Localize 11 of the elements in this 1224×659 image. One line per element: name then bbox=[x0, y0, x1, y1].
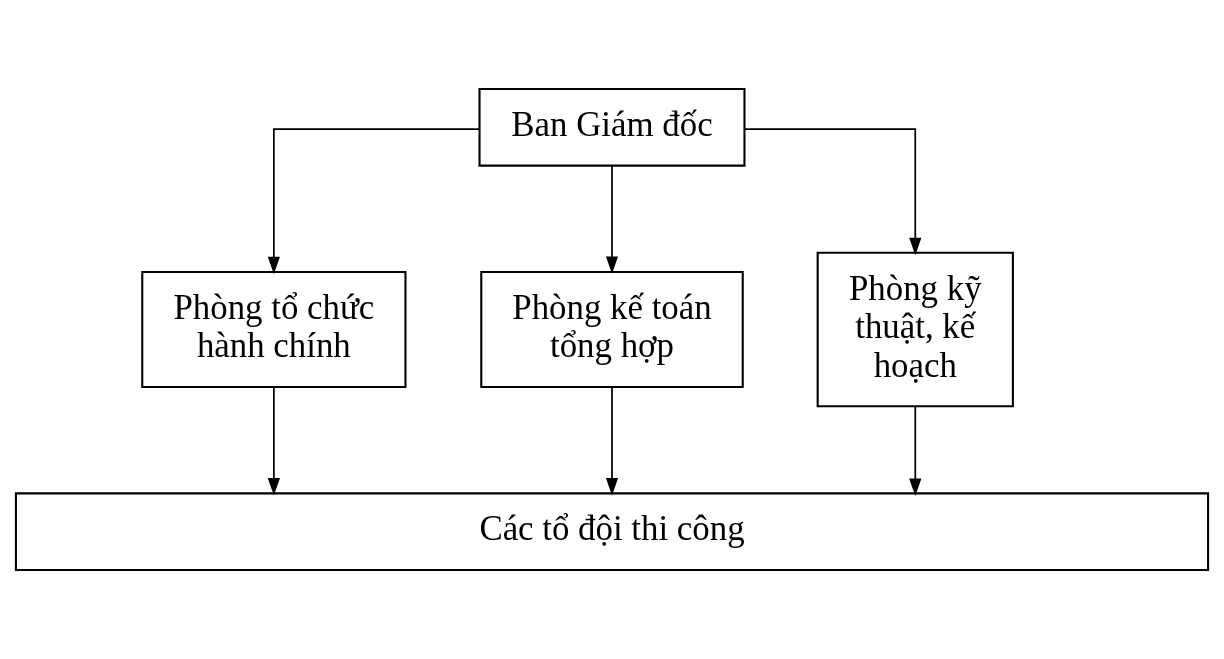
node-box: Phòng kế toán tổng hợp bbox=[480, 270, 744, 389]
node-box: Ban Giám đốc bbox=[478, 87, 746, 167]
arrow bbox=[267, 128, 481, 275]
node-box: Các tổ đội thi công bbox=[14, 492, 1210, 572]
arrow bbox=[267, 386, 280, 496]
arrow bbox=[909, 405, 922, 496]
arrow bbox=[605, 164, 619, 274]
node-box: Phòng kỹ thuật, kế hoạch bbox=[816, 251, 1014, 408]
node-box: Phòng tổ chức hành chính bbox=[141, 270, 407, 389]
arrow bbox=[605, 386, 619, 496]
arrow bbox=[743, 128, 922, 256]
